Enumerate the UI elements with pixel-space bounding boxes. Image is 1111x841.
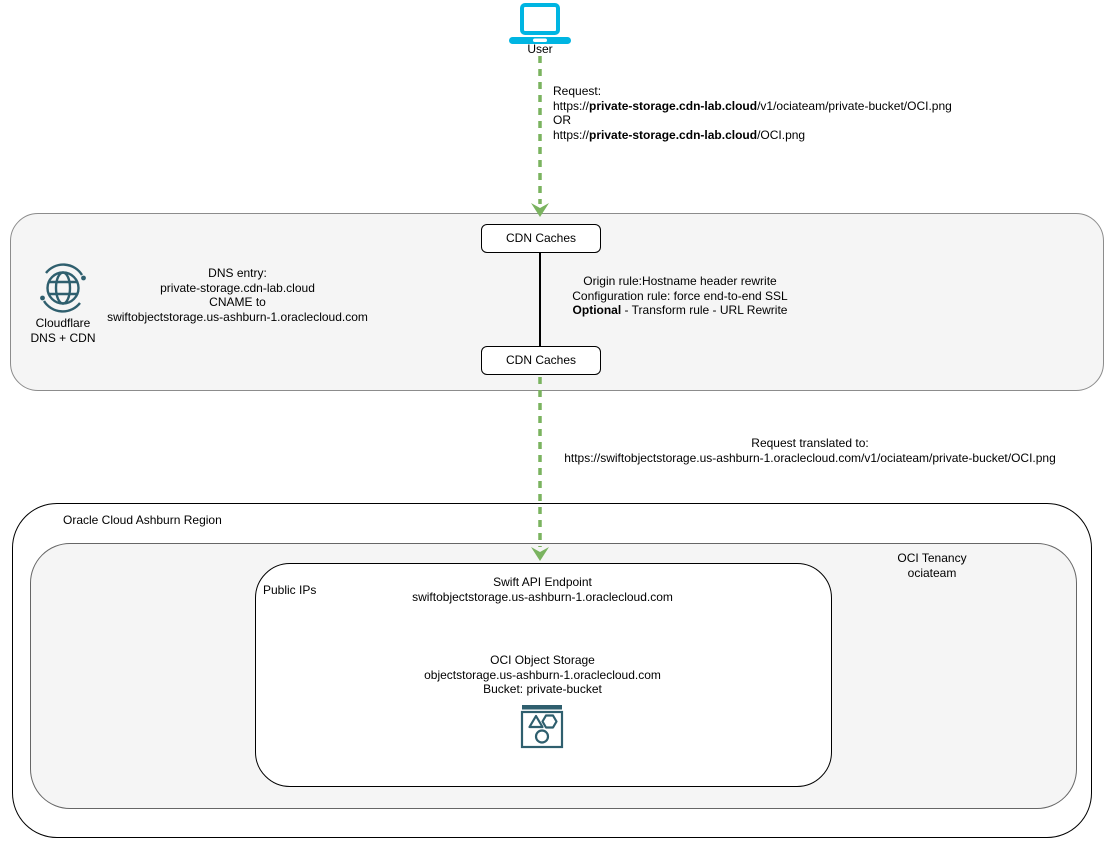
public-ips-label: Public IPs xyxy=(263,583,317,597)
cdn-caches-bottom-node: CDN Caches xyxy=(481,346,601,375)
oci-tenancy-label: OCI Tenancy ociateam xyxy=(897,551,967,580)
cdn-to-oci-arrowhead-icon xyxy=(531,547,549,561)
public-ips-container xyxy=(255,563,832,787)
object-storage-annotation: OCI Object Storage objectstorage.us-ashb… xyxy=(424,653,661,696)
cdn-to-cdn-line xyxy=(539,252,541,346)
object-storage-icon xyxy=(520,705,564,749)
cloudflare-cdn-globe-icon xyxy=(40,263,86,313)
request-annotation: Request: https://private-storage.cdn-lab… xyxy=(553,84,952,142)
user-label: User xyxy=(527,42,553,56)
request-url-1: https://private-storage.cdn-lab.cloud/v1… xyxy=(553,98,952,113)
laptop-icon xyxy=(509,3,571,44)
translated-request-annotation: Request translated to: https://swiftobje… xyxy=(564,436,1056,465)
cdn-caches-top-node: CDN Caches xyxy=(481,224,601,253)
request-url-2: https://private-storage.cdn-lab.cloud/OC… xyxy=(553,127,806,142)
request-title: Request: xyxy=(553,84,602,98)
cdn-to-oci-dashed-line xyxy=(538,377,542,547)
user-to-cdn-dashed-line xyxy=(538,56,542,204)
user-to-cdn-arrowhead-icon xyxy=(531,203,549,217)
swift-endpoint-annotation: Swift API Endpoint swiftobjectstorage.us… xyxy=(412,575,673,604)
request-or: OR xyxy=(553,113,571,127)
cdn-rules-annotation: Origin rule:Hostname header rewrite Conf… xyxy=(572,274,788,317)
oracle-region-label: Oracle Cloud Ashburn Region xyxy=(63,513,222,527)
cloudflare-label: Cloudflare DNS + CDN xyxy=(30,316,96,345)
dns-entry-annotation: DNS entry: private-storage.cdn-lab.cloud… xyxy=(107,266,368,324)
